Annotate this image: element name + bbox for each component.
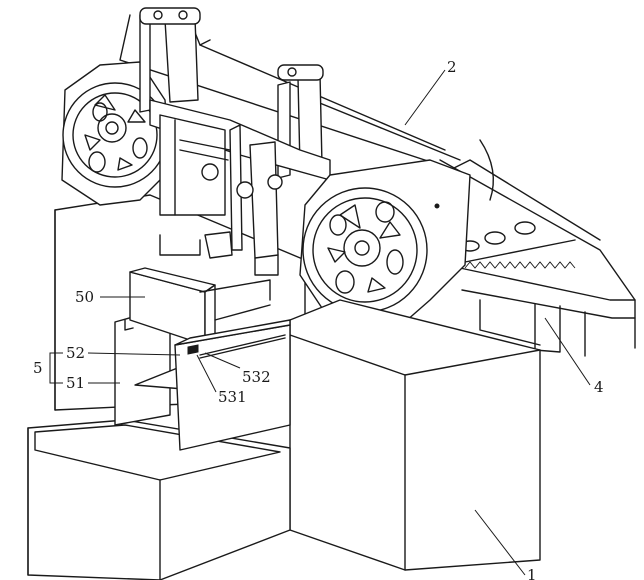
- lower-bin: [27, 419, 291, 580]
- roller: [514, 221, 536, 235]
- left-wheel-housing: [61, 61, 171, 206]
- leader-2: [404, 69, 446, 126]
- base: [289, 299, 541, 571]
- guide-posts: [139, 7, 324, 179]
- reference-numerals: 2 4 1 50 52 51 5 532 531: [33, 58, 604, 580]
- label-531: 531: [218, 388, 247, 406]
- right-wheel-housing: [299, 159, 471, 336]
- label-50: 50: [75, 288, 94, 306]
- leader-1: [474, 509, 526, 576]
- label-51: 51: [66, 374, 85, 392]
- bracket-5: [49, 352, 63, 384]
- conveyor-table: [439, 139, 636, 357]
- label-5: 5: [33, 359, 43, 377]
- leader-4: [544, 317, 591, 386]
- clamp-assembly: [114, 267, 291, 451]
- label-532: 532: [242, 368, 271, 386]
- leader-52: [87, 352, 181, 356]
- label-4: 4: [594, 378, 604, 396]
- leader-531: [196, 354, 217, 393]
- label-52: 52: [66, 344, 85, 362]
- label-2: 2: [447, 58, 457, 76]
- leader-lines: [49, 69, 591, 576]
- label-1: 1: [527, 566, 537, 580]
- saw-carriage: [149, 99, 331, 276]
- roller: [484, 231, 506, 245]
- leader-532: [204, 352, 241, 369]
